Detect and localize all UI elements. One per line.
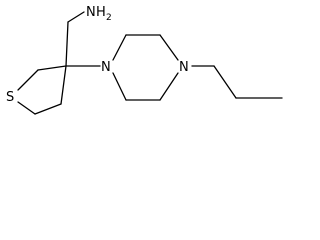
bond-p1-p2 [213, 65, 237, 99]
bond-cb-n4 [159, 34, 179, 61]
amine-hydrogen-label: H [96, 5, 106, 20]
bond-s-c2 [17, 69, 39, 91]
bond-c3-c4 [60, 65, 67, 105]
piperazine-n4-label: N [179, 60, 189, 75]
bond-c4-c5 [34, 103, 62, 115]
bond-n4-cc [159, 72, 179, 101]
bond-c3-ch2 [65, 21, 69, 67]
piperazine-n1-label: N [101, 60, 111, 75]
bond-c2-c3 [37, 65, 67, 71]
bond-cd-n1 [112, 72, 127, 101]
structure-canvas: S N H 2 N N [0, 0, 289, 124]
bond-ch2-n [67, 11, 85, 23]
sulfur-atom-label: S [6, 90, 14, 105]
bond-c5-s [17, 101, 36, 115]
bond-n1-ca [112, 34, 127, 61]
molecule-structure: S N H 2 N N [6, 5, 283, 115]
amine-nitrogen-label: N [86, 5, 96, 20]
amine-hydrogen-count: 2 [106, 13, 112, 23]
